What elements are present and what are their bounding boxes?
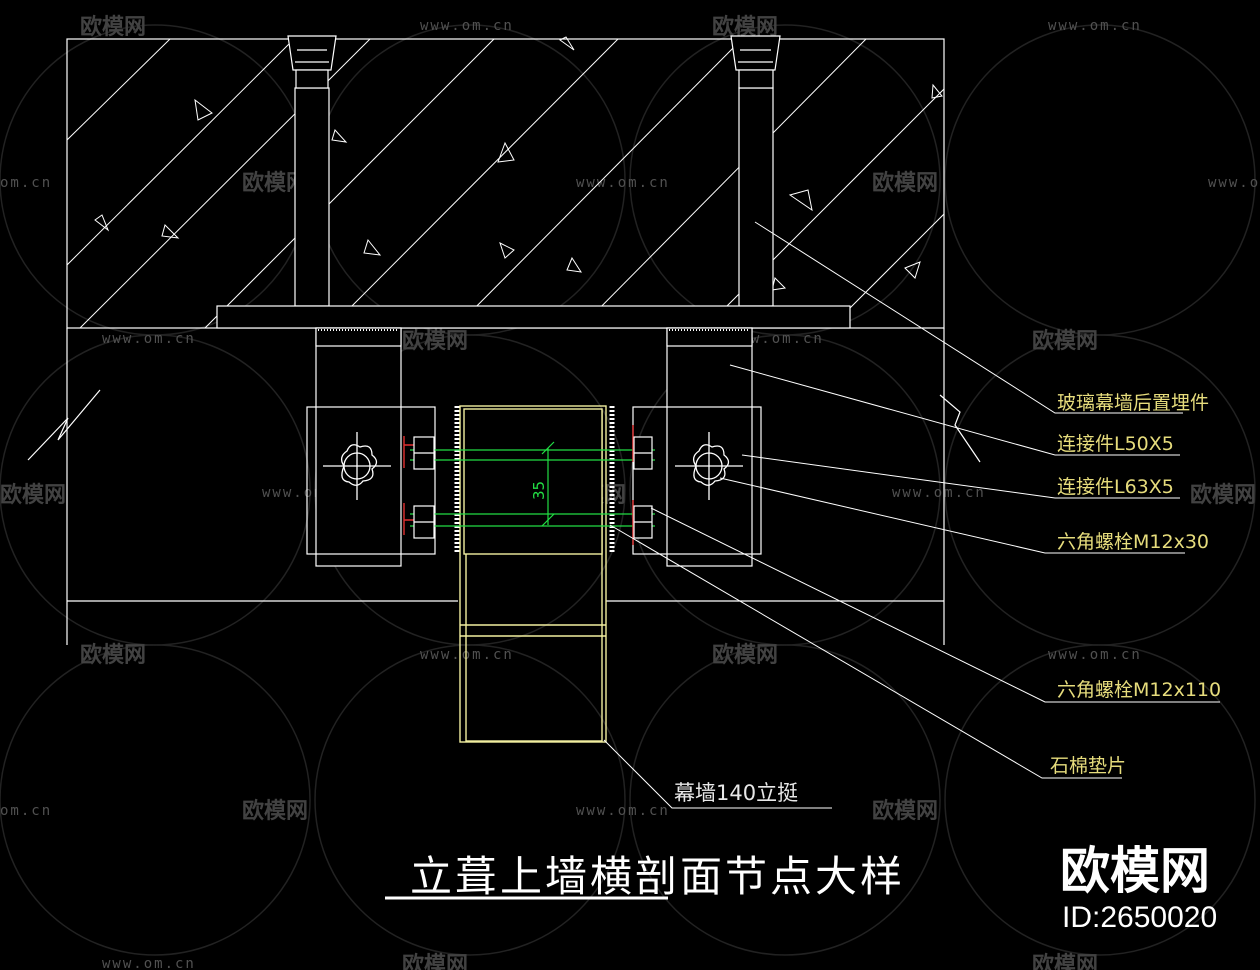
- watermark-url: www.om.cn: [1048, 647, 1142, 663]
- site-logo-id: ID:2650020: [1062, 901, 1217, 934]
- aggregate-marks: [94, 36, 943, 291]
- anchor-bolt-right: [738, 87, 774, 307]
- slab-outline: [66, 38, 945, 329]
- anchor-cone-right: [730, 35, 781, 71]
- watermark-url: www.om.cn: [1208, 175, 1260, 191]
- break-mark-left: [27, 389, 101, 461]
- watermark-brand: 欧模网: [402, 328, 468, 354]
- annotation-labels: 玻璃幕墙后置埋件 连接件L50X5 连接件L63X5 六角螺栓M12x30 六角…: [674, 392, 1221, 805]
- anchor-cone-left: [287, 35, 337, 71]
- bolt-symbol-right: [675, 432, 743, 500]
- watermark-url: www.om.cn: [576, 175, 670, 191]
- watermark-url: www.om.cn: [420, 647, 514, 663]
- watermark-circles: [0, 24, 1256, 956]
- embed-plate: [216, 305, 851, 329]
- watermark-url: www.om.cn: [420, 18, 514, 34]
- asbestos-pads: [454, 406, 615, 552]
- site-logo-text: 欧模网: [1060, 842, 1210, 900]
- wall-beam: [27, 328, 981, 645]
- label-asbestos-pad: 石棉垫片: [1050, 755, 1126, 777]
- watermark-brand: 欧模网: [80, 642, 146, 668]
- watermark-brand: 欧模网: [0, 482, 66, 508]
- label-bolt-m12x110: 六角螺栓M12x110: [1057, 679, 1221, 701]
- leader-lines: [603, 221, 1220, 809]
- bolt-m12x110: [403, 425, 655, 545]
- watermark-brand: 欧模网: [1190, 482, 1256, 508]
- watermark-url: www.om.cn: [1048, 18, 1142, 34]
- watermark-brand: 欧模网: [872, 798, 938, 824]
- label-bolt-m12x30: 六角螺栓M12x30: [1057, 531, 1209, 553]
- drawing-title: 立葺上墙横剖面节点大样: [410, 852, 905, 901]
- watermark-url: www.om.cn: [102, 956, 196, 970]
- watermark-brand: 欧模网: [1032, 328, 1098, 354]
- watermark-url: www.om.cn: [102, 331, 196, 347]
- mullion-core: [463, 408, 603, 555]
- bolt-symbol-left: [323, 432, 391, 500]
- concrete-hatch: [67, 39, 944, 328]
- watermark-url: www.om.cn: [892, 485, 986, 501]
- watermark-url: www.om.cn: [576, 803, 670, 819]
- watermark-brand: 欧模网: [242, 798, 308, 824]
- watermark-brand: 欧模网: [712, 642, 778, 668]
- watermark-brand: 欧模网: [1032, 952, 1098, 970]
- watermark-brand: 欧模网: [872, 170, 938, 196]
- break-mark-right: [939, 394, 981, 463]
- label-mullion: 幕墙140立挺: [674, 781, 798, 805]
- watermark-url: om.cn: [0, 803, 52, 819]
- watermark-brand: 欧模网: [80, 14, 146, 40]
- label-connector-l63: 连接件L63X5: [1057, 476, 1174, 498]
- watermark-url: om.cn: [0, 175, 52, 191]
- dimension-value: 35: [530, 481, 548, 500]
- label-embed: 玻璃幕墙后置埋件: [1057, 392, 1209, 414]
- connector-l50: [315, 327, 753, 567]
- anchor-bolts: [287, 35, 781, 307]
- label-connector-l50: 连接件L50X5: [1057, 433, 1174, 455]
- anchor-bolt-left: [294, 87, 330, 307]
- dimension-35: [541, 441, 555, 527]
- watermark-brand: 欧模网: [402, 952, 468, 970]
- concrete-slab: [66, 36, 945, 329]
- watermark-url: www.om.cn: [730, 331, 824, 347]
- bolt-m12x30: [323, 432, 743, 500]
- connector-l63: [306, 406, 762, 555]
